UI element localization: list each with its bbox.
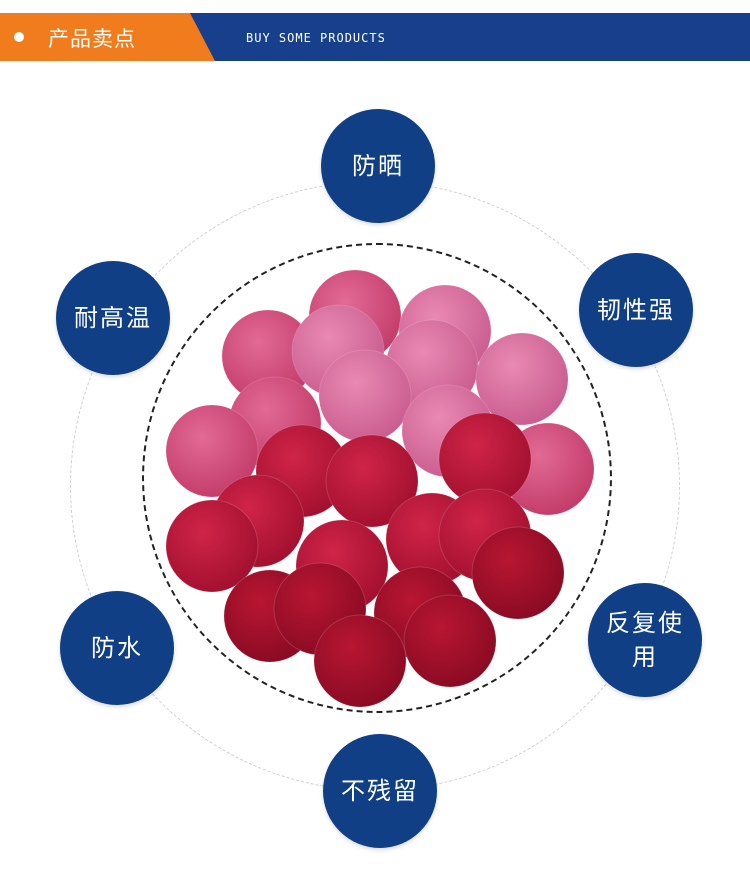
feature-reusable: 反复使用	[588, 583, 702, 697]
feature-label: 不残留	[341, 777, 419, 805]
inner-dashed-ring	[142, 243, 612, 713]
feature-label: 反复使用	[606, 609, 684, 671]
feature-diagram: 防晒 耐高温 韧性强 防水 反复使用 不残留	[0, 61, 750, 881]
feature-label: 防水	[91, 634, 143, 662]
section-header: 产品卖点 BUY SOME PRODUCTS	[0, 13, 750, 61]
feature-label: 韧性强	[597, 296, 675, 324]
feature-toughness: 韧性强	[579, 253, 693, 367]
section-title: 产品卖点	[48, 27, 136, 51]
header-orange-tab	[0, 13, 215, 61]
feature-sun-protection: 防晒	[321, 109, 435, 223]
header-dot-icon	[14, 32, 24, 42]
header-blue-band	[150, 13, 750, 61]
section-subtitle: BUY SOME PRODUCTS	[246, 31, 386, 45]
feature-waterproof: 防水	[60, 591, 174, 705]
feature-no-residue: 不残留	[323, 734, 437, 848]
feature-label: 防晒	[352, 152, 404, 180]
feature-heat-resistant: 耐高温	[56, 261, 170, 375]
feature-label: 耐高温	[74, 304, 152, 332]
